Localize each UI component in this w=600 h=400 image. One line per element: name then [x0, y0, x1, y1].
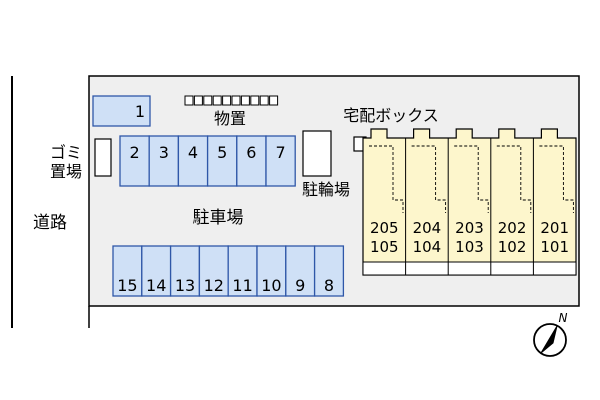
unit-number-lower: 102: [498, 238, 527, 256]
bicycle-parking: [302, 130, 332, 177]
unit-number-upper: 205: [370, 219, 399, 237]
parking-space: 8: [313, 245, 345, 297]
parking-space-number: 14: [146, 276, 166, 295]
parking-space-number: 1: [135, 102, 145, 121]
parking-space: 1: [92, 95, 151, 127]
storage-segment: [231, 95, 241, 106]
unit-number-upper: 201: [540, 219, 569, 237]
bicycle-parking-label: 駐輪場: [302, 180, 350, 199]
parking-space-number: 15: [117, 276, 137, 295]
parking-space-number: 4: [188, 143, 198, 162]
garbage-label-line1: ゴミ: [50, 143, 82, 162]
parking-space: 15: [112, 245, 143, 297]
interior-dashed-line: [369, 145, 404, 213]
storage-segment: [203, 95, 213, 106]
storage-label: 物置: [214, 109, 246, 128]
parking-area-label: 駐車場: [193, 208, 244, 228]
storage-segment: [193, 95, 203, 106]
storage-shed: [184, 95, 279, 106]
unit-number-lower: 104: [413, 238, 442, 256]
parking-space-number: 3: [159, 143, 169, 162]
parking-space: 9: [285, 245, 316, 297]
garbage-area: [94, 138, 112, 177]
balcony-strip: [362, 261, 577, 276]
unit-number-upper: 204: [413, 219, 442, 237]
north-arrow-icon: N: [533, 311, 568, 357]
unit-number-lower: 105: [370, 238, 399, 256]
parking-space: 4: [177, 135, 209, 187]
parking-space-number: 8: [324, 276, 334, 295]
compass-north-label: N: [559, 311, 568, 325]
parking-space: 6: [236, 135, 267, 187]
parking-space: 10: [256, 245, 287, 297]
parking-space: 7: [265, 135, 296, 187]
parking-space-number: 12: [204, 276, 224, 295]
garbage-label-line2: 置場: [50, 162, 82, 181]
parking-space-number: 7: [276, 143, 286, 162]
parking-space-number: 13: [175, 276, 195, 295]
parking-space-number: 9: [295, 276, 305, 295]
parking-space-number: 5: [217, 143, 227, 162]
storage-segment: [259, 95, 269, 106]
interior-dashed-line: [411, 145, 447, 213]
parking-space: 12: [198, 245, 229, 297]
interior-dashed-line: [496, 145, 532, 213]
interior-dashed-line: [454, 145, 489, 213]
storage-segment: [212, 95, 222, 106]
parking-space: 14: [141, 245, 172, 297]
parking-space: 3: [148, 135, 180, 187]
interior-dashed-line: [539, 145, 574, 213]
storage-segment: [184, 95, 194, 106]
unit-number-lower: 103: [455, 238, 484, 256]
parking-space: 11: [227, 245, 258, 297]
delivery-box-label: 宅配ボックス: [343, 106, 439, 125]
road-label: 道路: [33, 213, 67, 233]
unit-number-upper: 202: [498, 219, 527, 237]
parking-space-number: 2: [130, 143, 140, 162]
unit-number-upper: 203: [455, 219, 484, 237]
storage-segment: [222, 95, 232, 106]
storage-segment: [269, 95, 279, 106]
unit-number-lower: 101: [540, 238, 569, 256]
storage-segment: [240, 95, 250, 106]
parking-space-number: 10: [261, 276, 281, 295]
parking-space: 13: [169, 245, 201, 297]
parking-space-number: 11: [232, 276, 252, 295]
parking-space-number: 6: [246, 143, 256, 162]
parking-space: 5: [206, 135, 238, 187]
storage-segment: [250, 95, 260, 106]
parking-space: 2: [119, 135, 150, 187]
building-outline: [362, 128, 577, 276]
